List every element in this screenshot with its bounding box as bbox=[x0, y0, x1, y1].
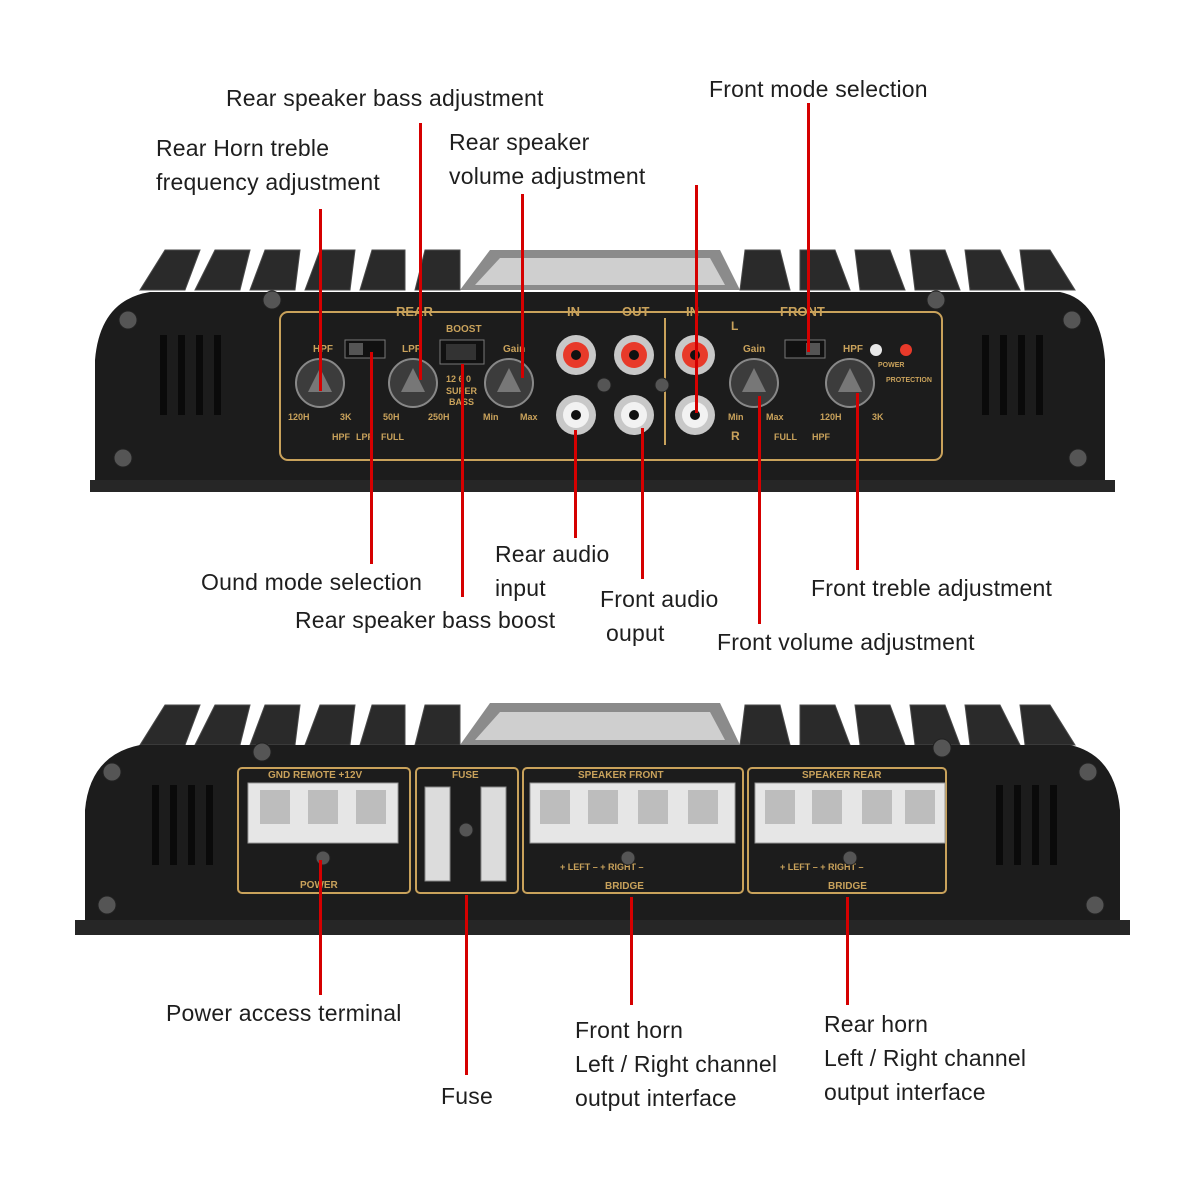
panel-min2-label: Min bbox=[728, 412, 744, 422]
leader-rear-bass-boost bbox=[461, 364, 464, 597]
switch-rear-mode[interactable] bbox=[344, 339, 386, 359]
leader-rear-volume bbox=[521, 194, 524, 378]
panel-lpf-label: LPF bbox=[402, 344, 421, 355]
panel-rear-label: REAR bbox=[396, 304, 433, 319]
leader-front-audio-output bbox=[641, 428, 644, 579]
knob-rear-lpf[interactable] bbox=[388, 358, 438, 408]
leader-front-horn bbox=[630, 897, 633, 1005]
panel-gain2-label: Gain bbox=[743, 344, 765, 355]
panel-in-label: IN bbox=[567, 304, 580, 319]
leader-rear-audio-input bbox=[574, 430, 577, 538]
panel-switch-lpf: LPF bbox=[356, 432, 374, 442]
panel-boost-values: 12 6 0 bbox=[446, 374, 471, 384]
rca-rear-in-white[interactable] bbox=[556, 395, 596, 435]
rca-front-in-white[interactable] bbox=[675, 395, 715, 435]
panel-r-label: R bbox=[731, 429, 740, 443]
panel-switch-full: FULL bbox=[381, 432, 404, 442]
amplifier-bottom-view: GND REMOTE +12V POWER FUSE SPEAKER FRONT… bbox=[0, 695, 1200, 940]
panel-bridge-2: BRIDGE bbox=[828, 881, 867, 892]
panel-left-right-2: + LEFT – + RIGHT – bbox=[780, 862, 864, 872]
fuse-holders[interactable] bbox=[424, 786, 507, 882]
panel-bridge-1: BRIDGE bbox=[605, 881, 644, 892]
leader-front-mode bbox=[807, 103, 810, 352]
panel-fuse-label: FUSE bbox=[452, 770, 479, 781]
knob-rear-gain[interactable] bbox=[484, 358, 534, 408]
panel-l-label: L bbox=[731, 319, 738, 333]
panel-3k-label: 3K bbox=[340, 412, 352, 422]
leader-rear-horn-treble bbox=[319, 209, 322, 391]
switch-front-mode[interactable] bbox=[784, 339, 826, 359]
leader-rear-bass-adj bbox=[419, 123, 422, 380]
panel-250h-label: 250H bbox=[428, 412, 450, 422]
speaker-rear-terminal-block[interactable] bbox=[754, 782, 946, 844]
panel-protection-led-label: PROTECTION bbox=[886, 377, 932, 384]
leader-power-terminal bbox=[319, 860, 322, 995]
power-led bbox=[870, 344, 882, 356]
leader-ound-mode bbox=[370, 352, 373, 564]
panel-120h-label: 120H bbox=[288, 412, 310, 422]
panel-switch-hpf: HPF bbox=[332, 432, 351, 442]
label-rear-bass-adjustment: Rear speaker bass adjustment bbox=[226, 85, 544, 111]
label-fuse: Fuse bbox=[441, 1083, 493, 1109]
panel-min-label: Min bbox=[483, 412, 499, 422]
rca-out-white[interactable] bbox=[614, 395, 654, 435]
panel-switch-full2: FULL bbox=[774, 432, 797, 442]
label-front-volume: Front volume adjustment bbox=[717, 629, 975, 655]
panel-120h2-label: 120H bbox=[820, 412, 842, 422]
panel-50h-label: 50H bbox=[383, 412, 400, 422]
label-front-mode-selection: Front mode selection bbox=[709, 76, 928, 102]
amplifier-top-view: REAR BOOST IN OUT IN FRONT L R HPF LPF G… bbox=[0, 240, 1200, 510]
panel-hpf2-label: HPF bbox=[843, 344, 863, 355]
panel-boost-label: BOOST bbox=[446, 324, 482, 335]
leader-rear-horn bbox=[846, 897, 849, 1005]
panel-out-label: OUT bbox=[622, 304, 650, 319]
panel-max-label: Max bbox=[520, 412, 538, 422]
knob-front-hpf[interactable] bbox=[825, 358, 875, 408]
panel-max2-label: Max bbox=[766, 412, 784, 422]
panel-gnd-remote-12v: GND REMOTE +12V bbox=[268, 770, 363, 781]
switch-bass-boost[interactable] bbox=[439, 339, 485, 365]
label-power-access-terminal: Power access terminal bbox=[166, 1000, 402, 1026]
knob-front-gain[interactable] bbox=[729, 358, 779, 408]
label-front-treble: Front treble adjustment bbox=[811, 575, 1053, 601]
panel-power-led-label: POWER bbox=[878, 362, 904, 369]
panel-front-label: FRONT bbox=[780, 304, 825, 319]
panel-switch-hpf2: HPF bbox=[812, 432, 831, 442]
leader-rear-audio-input-top bbox=[695, 185, 698, 413]
power-terminal-block[interactable] bbox=[247, 782, 399, 844]
rca-rear-in-red[interactable] bbox=[556, 335, 596, 375]
panel-gain-label: Gain bbox=[503, 344, 525, 355]
panel-speaker-rear-label: SPEAKER REAR bbox=[802, 770, 882, 781]
speaker-front-terminal-block[interactable] bbox=[529, 782, 736, 844]
label-ound-mode-selection: Ound mode selection bbox=[201, 569, 423, 595]
panel-hpf-label: HPF bbox=[313, 344, 333, 355]
leader-front-treble bbox=[856, 393, 859, 570]
panel-left-right-1: + LEFT – + RIGHT – bbox=[560, 862, 644, 872]
protection-led bbox=[900, 344, 912, 356]
leader-fuse bbox=[465, 895, 468, 1075]
leader-front-volume bbox=[758, 396, 761, 624]
panel-3k2-label: 3K bbox=[872, 412, 884, 422]
label-rear-bass-boost: Rear speaker bass boost bbox=[295, 607, 556, 633]
rca-out-red[interactable] bbox=[614, 335, 654, 375]
panel-speaker-front-label: SPEAKER FRONT bbox=[578, 770, 664, 781]
